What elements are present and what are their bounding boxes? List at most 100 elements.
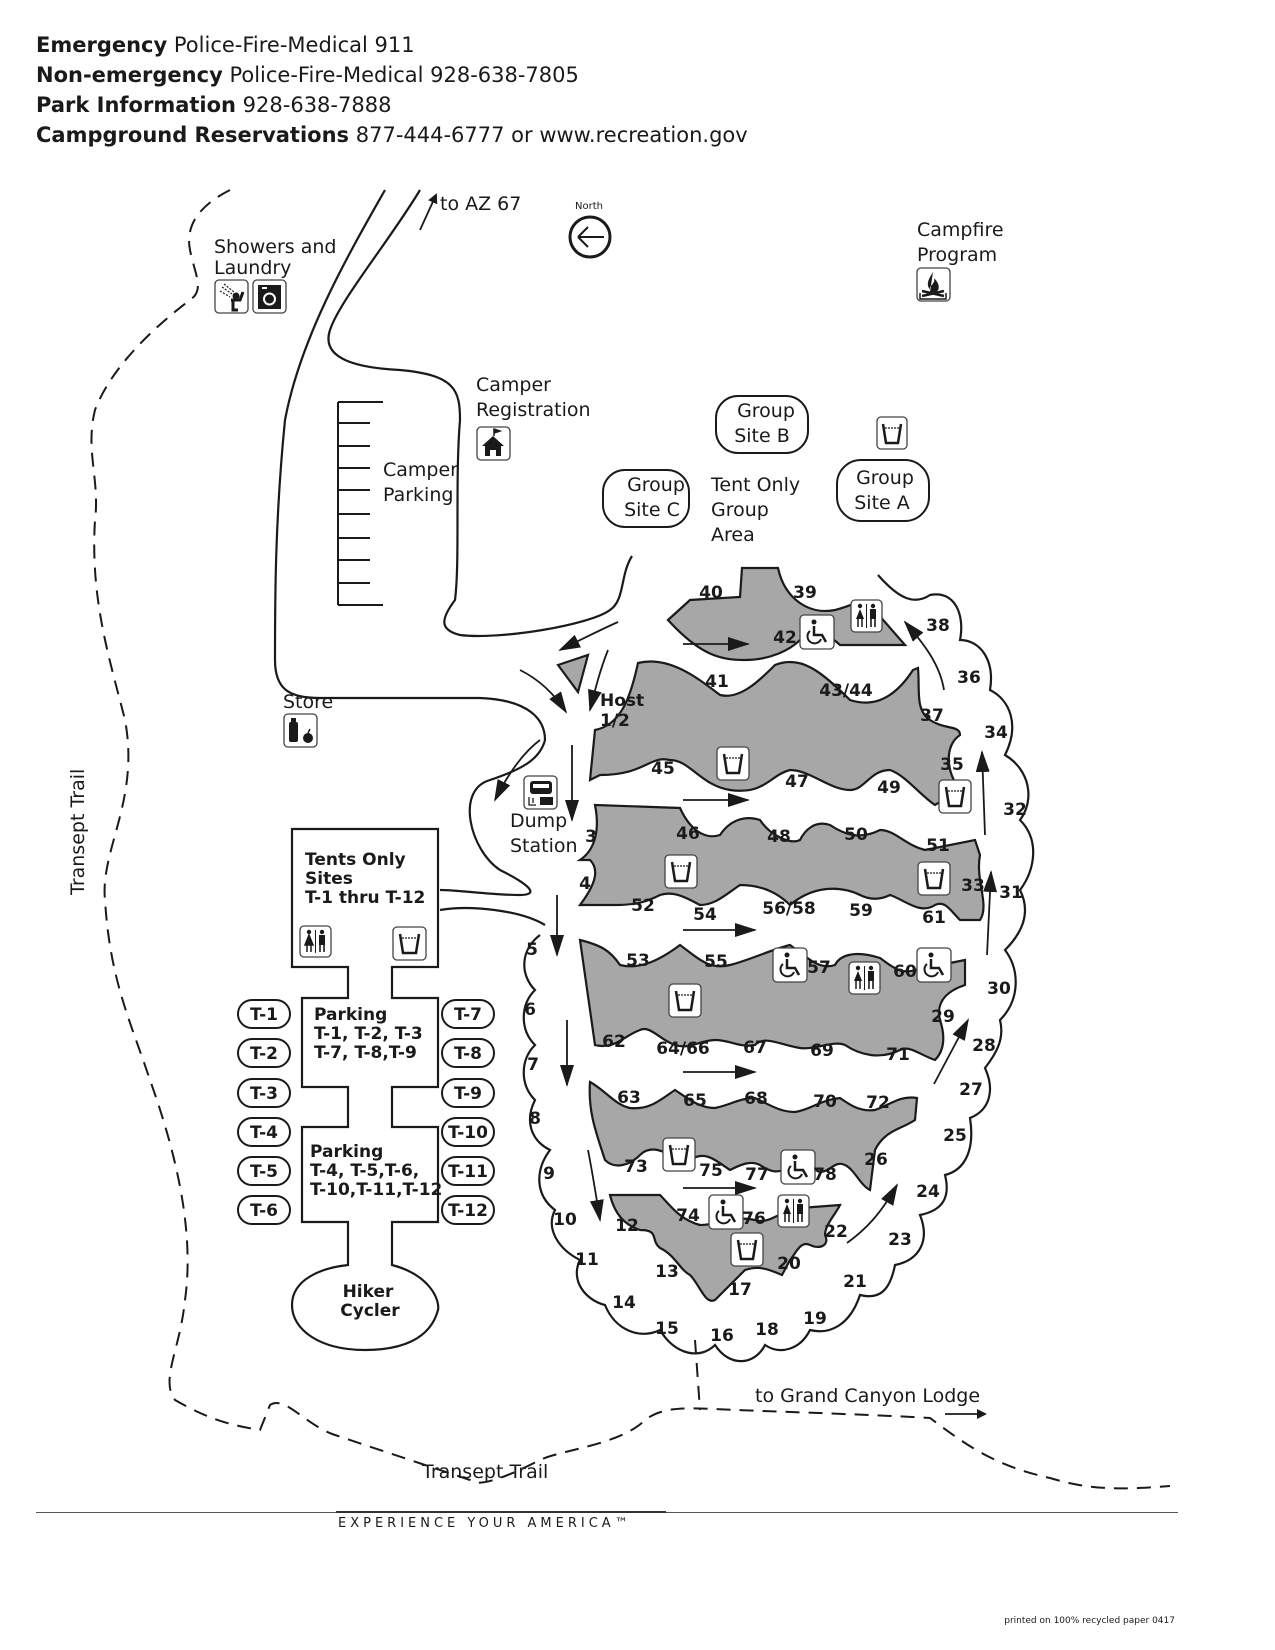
campsite-71: 71	[886, 1045, 910, 1065]
tent-only-group-label: Tent Only	[710, 474, 800, 496]
svg-text:T-12: T-12	[448, 1201, 488, 1221]
tent-site-t-11: T-11	[441, 1156, 495, 1186]
campsite-30: 30	[987, 979, 1011, 999]
svg-text:T-10: T-10	[448, 1123, 488, 1143]
to-grand-canyon-lodge-label: to Grand Canyon Lodge	[755, 1385, 980, 1407]
water-icon	[917, 861, 951, 896]
svg-text:T-11: T-11	[448, 1162, 488, 1182]
campsite-78: 78	[813, 1165, 837, 1185]
host-label: Host	[600, 691, 644, 711]
campsite-18: 18	[755, 1320, 779, 1340]
campsite-68: 68	[744, 1089, 768, 1109]
restroom-icon	[848, 961, 881, 995]
campfire-label: Campfire	[917, 219, 1004, 241]
restroom-icon	[777, 1194, 810, 1228]
parking-t4-t12-sites: T-4, T-5,T-6,	[310, 1161, 419, 1181]
campsite-41: 41	[705, 672, 729, 692]
traffic-arrows	[419, 193, 998, 1419]
group-site-c-label-2: Site C	[624, 499, 680, 521]
store-icon	[283, 713, 318, 748]
group-site-c-label: Group	[627, 474, 685, 496]
campsite-69: 69	[810, 1041, 834, 1061]
tent-sites-right: T-7T-8T-9T-10T-11T-12	[441, 999, 495, 1225]
campsite-49: 49	[877, 778, 901, 798]
campsite-16: 16	[710, 1326, 734, 1346]
campsite-29: 29	[931, 1007, 955, 1027]
campsite-64-66: 64/66	[656, 1039, 710, 1059]
water-icon	[392, 926, 427, 961]
campsite-24: 24	[916, 1182, 940, 1202]
tent-site-t-1: T-1	[237, 999, 291, 1029]
tent-site-t-8: T-8	[441, 1038, 495, 1068]
contact-emergency: Emergency Police-Fire-Medical 911	[36, 30, 748, 60]
contact-label: Emergency	[36, 33, 168, 57]
campsite-52: 52	[631, 896, 655, 916]
campsite-56-58: 56/58	[762, 899, 816, 919]
contact-value: 877-444-6777 or www.recreation.gov	[355, 123, 748, 147]
group-site-c: Group Site C	[602, 469, 690, 528]
contact-value: Police-Fire-Medical 928-638-7805	[229, 63, 579, 87]
laundry-label: Laundry	[214, 257, 291, 279]
campsite-22: 22	[824, 1222, 848, 1242]
campsite-7: 7	[527, 1055, 539, 1075]
campsite-31: 31	[999, 883, 1023, 903]
group-site-a-label-2: Site A	[854, 492, 910, 514]
camper-parking-stalls	[337, 401, 383, 606]
campsite-5: 5	[526, 940, 538, 960]
svg-text:T-6: T-6	[250, 1201, 278, 1221]
campsite-13: 13	[655, 1262, 679, 1282]
contact-value: 928-638-7888	[242, 93, 392, 117]
svg-text:T-3: T-3	[250, 1084, 278, 1104]
tent-site-t-2: T-2	[237, 1038, 291, 1068]
dump-label: Dump	[510, 810, 567, 832]
program-label: Program	[917, 244, 997, 266]
water-icon	[662, 1137, 696, 1172]
accessible-icon	[772, 947, 808, 983]
registration-label: Camper	[476, 374, 551, 396]
traffic-island	[556, 653, 590, 695]
campsite-21: 21	[843, 1272, 867, 1292]
campground-outer-loop	[522, 574, 1035, 1363]
svg-text:T-4: T-4	[250, 1123, 278, 1143]
campsite-77: 77	[745, 1165, 769, 1185]
campsite-14: 14	[612, 1293, 636, 1313]
camper-parking-label: Camper	[383, 459, 458, 481]
group-site-b-label: Group	[737, 400, 795, 422]
svg-text:T-1: T-1	[250, 1005, 278, 1025]
laundry-icon	[252, 279, 287, 314]
campsite-35: 35	[940, 755, 964, 775]
campsite-23: 23	[888, 1230, 912, 1250]
campsite-34: 34	[984, 723, 1008, 743]
campsite-43-44: 43/44	[819, 681, 873, 701]
svg-text:T-8: T-8	[454, 1044, 482, 1064]
water-icon	[876, 416, 908, 450]
footer-print-note: printed on 100% recycled paper 0417	[1004, 1616, 1175, 1626]
campsite-67: 67	[743, 1038, 767, 1058]
registration-label-2: Registration	[476, 399, 591, 421]
group-site-a-label: Group	[856, 467, 914, 489]
contact-label: Non-emergency	[36, 63, 223, 87]
parking-t1-t9-sites-2: T-7, T-8,T-9	[314, 1043, 417, 1063]
tent-site-t-10: T-10	[441, 1117, 495, 1147]
tent-only-group-label-3: Area	[711, 524, 755, 546]
registration-house-icon	[476, 426, 511, 461]
dump-station-icon	[523, 775, 558, 810]
campsite-37: 37	[920, 706, 944, 726]
restroom-icon	[299, 925, 332, 958]
campsite-54: 54	[693, 905, 717, 925]
campsite-59: 59	[849, 901, 873, 921]
campfire-icon	[916, 267, 951, 302]
parking-t4-t12-label: Parking	[310, 1142, 383, 1162]
campsite-40: 40	[699, 583, 723, 603]
campsite-53: 53	[626, 951, 650, 971]
svg-text:T-5: T-5	[250, 1162, 278, 1182]
north-label: North	[575, 201, 603, 212]
campsite-45: 45	[651, 759, 675, 779]
contact-non-emergency: Non-emergency Police-Fire-Medical 928-63…	[36, 60, 748, 90]
campsite-25: 25	[943, 1126, 967, 1146]
accessible-icon	[916, 947, 952, 983]
tents-only-range: T-1 thru T-12	[305, 888, 425, 908]
showers-label: Showers and	[214, 236, 336, 258]
